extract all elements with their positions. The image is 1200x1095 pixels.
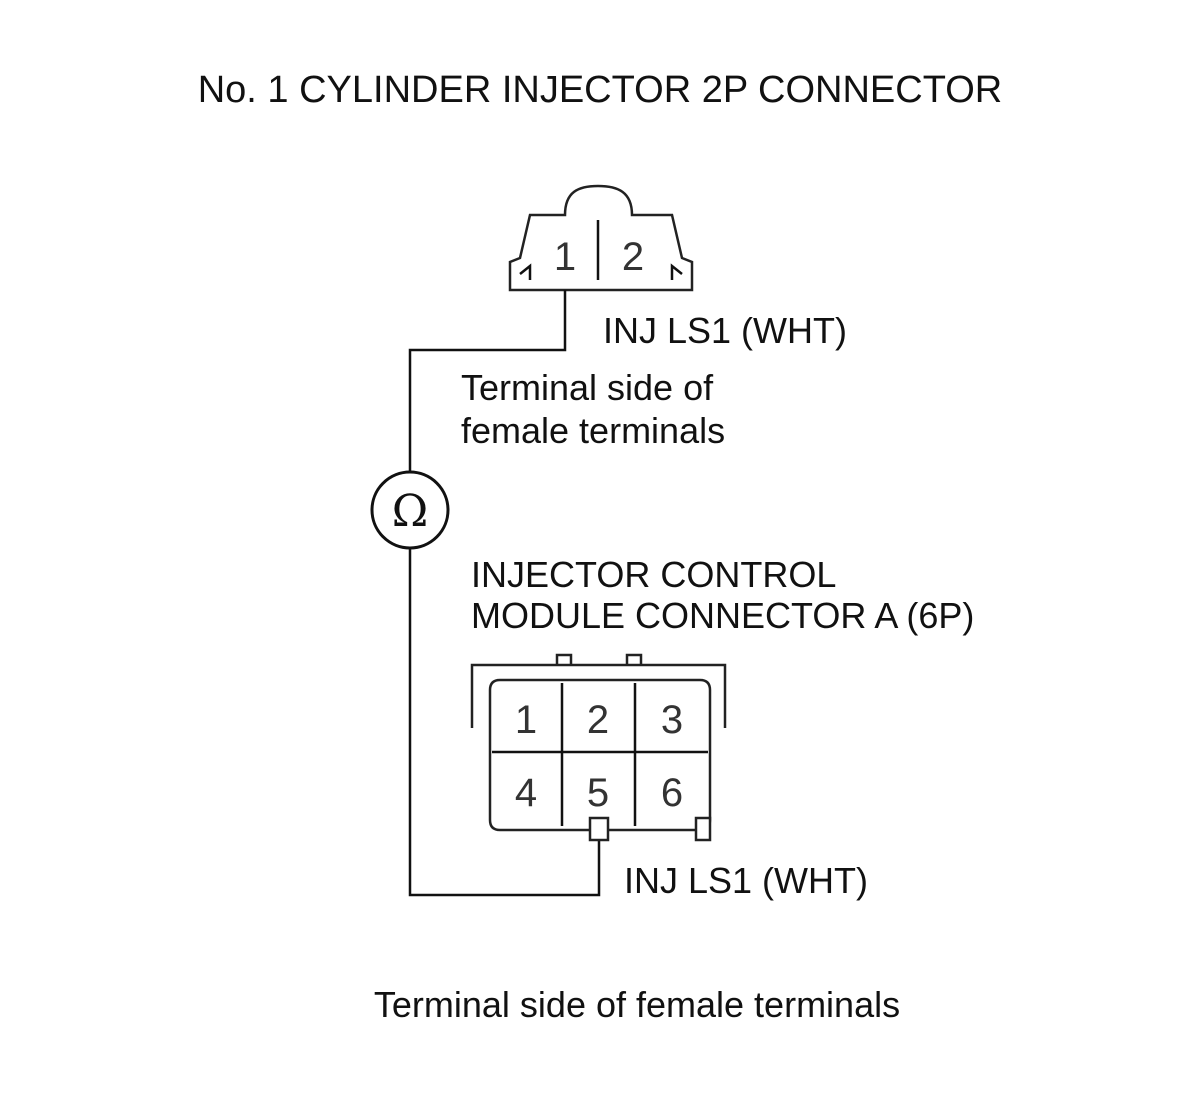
connector-6p-title-line2: MODULE CONNECTOR A (6P) — [471, 595, 974, 636]
connector-6p-pin-5: 5 — [587, 771, 609, 815]
connector-2p-latch-left — [519, 263, 532, 280]
diagram-title: No. 1 CYLINDER INJECTOR 2P CONNECTOR — [198, 69, 1003, 111]
connector-6p-pin-3: 3 — [661, 698, 683, 742]
ohm-symbol: Ω — [392, 486, 428, 537]
connector-2p-wire-label: INJ LS1 (WHT) — [603, 310, 847, 351]
connector-6p-key — [588, 816, 610, 842]
connector-6p-pin-4: 4 — [515, 771, 537, 815]
connector-6p-pin-6: 6 — [661, 771, 683, 815]
connector-6p-wire-label: INJ LS1 (WHT) — [624, 860, 868, 901]
connector-2p-pin-1: 1 — [554, 235, 576, 279]
connector-2p-pin-2: 2 — [622, 235, 644, 279]
connector-2p: 1 2 — [508, 184, 694, 292]
connector-6p: 1 2 3 4 5 6 — [470, 653, 727, 842]
footer-view-note: Terminal side of female terminals — [374, 984, 900, 1025]
connector-6p-title-line1: INJECTOR CONTROL — [471, 554, 836, 595]
test-lead-wire — [408, 290, 601, 897]
connector-2p-latch-right — [670, 263, 683, 280]
ohmmeter-icon: Ω — [370, 470, 450, 550]
connector-6p-tab — [694, 816, 712, 842]
connector-2p-view-note-line2: female terminals — [461, 410, 725, 451]
connector-2p-housing — [508, 184, 694, 292]
connector-2p-view-note-line1: Terminal side of — [461, 367, 714, 408]
connector-6p-pin-2: 2 — [587, 698, 609, 742]
connector-6p-pin-1: 1 — [515, 698, 537, 742]
